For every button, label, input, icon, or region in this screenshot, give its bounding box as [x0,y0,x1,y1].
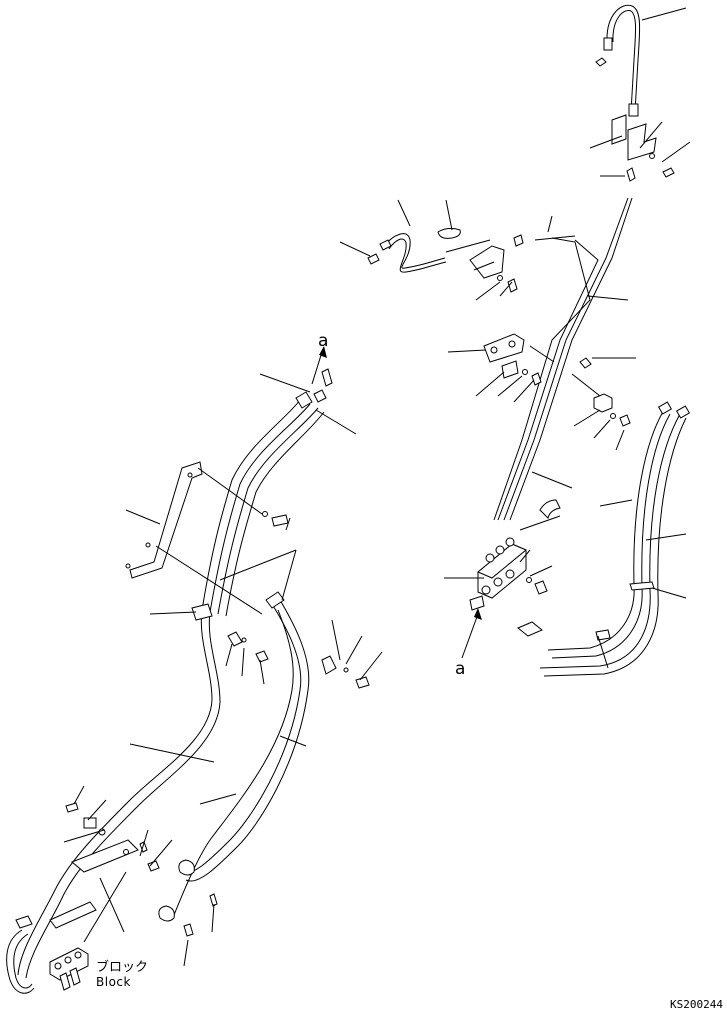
clamp-plate [227,631,243,647]
small-bracket [321,655,337,675]
short-pipe [534,235,576,241]
plate-bolt [513,234,524,247]
clamp-bolt [662,167,675,178]
left-assembly [6,368,370,994]
block-component [49,947,89,991]
upper-bracket [129,461,203,579]
top-bolt [595,57,607,67]
top-hose-end-fitting [628,103,639,117]
clamp-bracket [627,123,657,161]
block-label-english: Block [96,975,131,989]
return-tube [179,603,302,874]
top-hose [606,4,641,113]
reference-mark-a-top: a [318,331,328,351]
hose-clip [437,227,461,239]
hose-end-fitting [517,621,543,637]
long-tube-bundle [509,197,633,521]
valve-fitting [579,357,592,369]
block-plate [49,901,97,929]
lower-bracket [71,839,139,873]
small-bolt [626,167,636,182]
leader-lines [63,7,691,967]
block-label-japanese: ブロック [96,959,148,975]
control-valve [469,537,527,611]
hose-band-lower [595,629,611,641]
left-tube-bundle [17,399,301,976]
clamp-block [611,114,627,145]
bottom-loop-hose [6,929,35,994]
small-hose [384,233,446,269]
top-hose-fitting [603,37,613,51]
tube-end-cap-2 [158,905,175,922]
tube-clamp-block [483,333,525,363]
top-fitting-2 [313,389,327,403]
top-fitting-1 [295,391,313,409]
right-assembly [367,4,691,677]
elbow-fitting [539,499,561,519]
spacer-block [593,393,613,413]
mount-plate [469,245,505,279]
hose-elbow [379,239,392,251]
clamp-pad [501,360,519,379]
large-hose-1 [547,409,665,651]
large-hose-2 [539,413,681,669]
bundle-clamp [191,603,213,621]
hose-band-upper [629,581,655,591]
drawing-code: KS200244 [670,998,723,1011]
reference-mark-a-bottom: a [455,659,465,679]
tube-end-cap-1 [178,859,195,876]
